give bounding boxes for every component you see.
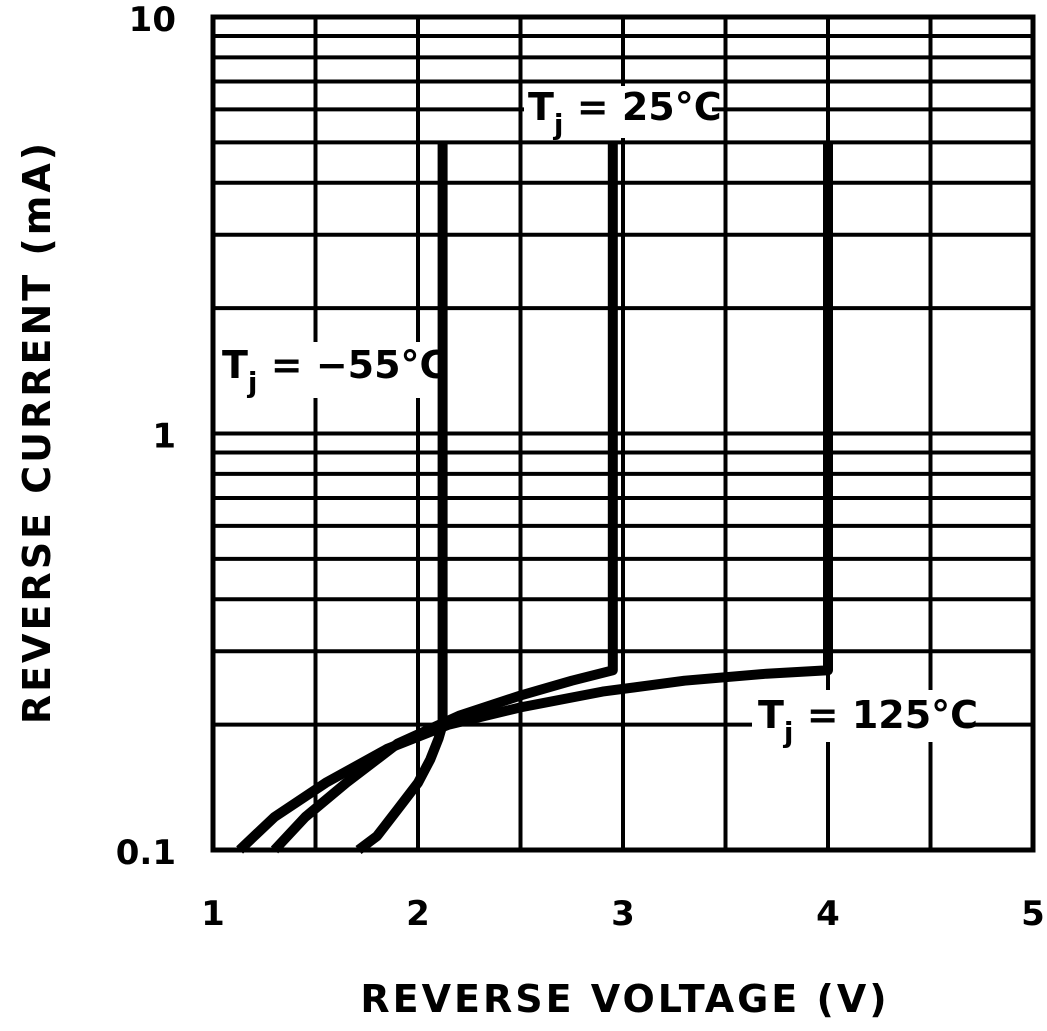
x-tick-label: 4 <box>816 894 840 934</box>
annotation-prefix: T <box>222 343 248 387</box>
y-tick-labels: 0.1 1 10 <box>116 0 176 873</box>
annotation-subscript: j <box>247 366 258 399</box>
annotation-prefix: T <box>758 693 784 737</box>
x-tick-labels: 1 2 3 4 5 <box>201 894 1045 934</box>
annotation-suffix: = 125°C <box>794 693 979 737</box>
series-line <box>236 142 833 854</box>
annotation-subscript: j <box>783 716 794 749</box>
y-tick-label: 0.1 <box>116 833 176 873</box>
x-tick-label: 5 <box>1021 894 1045 934</box>
annotation-subscript: j <box>553 108 564 141</box>
x-tick-label: 1 <box>201 894 225 934</box>
x-axis-label: REVERSE VOLTAGE (V) <box>360 977 889 1021</box>
annotation-masks <box>218 86 960 742</box>
y-tick-label: 10 <box>129 0 176 40</box>
plot-frame <box>210 14 1036 853</box>
annotation-mask <box>752 690 960 742</box>
y-axis-label: REVERSE CURRENT (mA) <box>15 140 59 724</box>
series-line <box>355 142 448 854</box>
series-line <box>270 142 618 854</box>
annotation-suffix: = 25°C <box>564 85 722 129</box>
annotation-suffix: = −55°C <box>258 343 448 387</box>
annotation-tj-125c: Tj = 125°C <box>758 693 978 749</box>
grid <box>211 17 1035 852</box>
annotation-tj-minus55c: Tj = −55°C <box>222 343 447 399</box>
annotation-mask <box>218 342 428 398</box>
y-tick-label: 1 <box>152 417 176 457</box>
annotation-tj-25c: Tj = 25°C <box>528 85 722 141</box>
x-tick-label: 2 <box>406 894 430 934</box>
annotation-prefix: T <box>528 85 554 129</box>
curves <box>236 142 833 854</box>
annotation-mask <box>524 86 712 138</box>
x-tick-label: 3 <box>611 894 635 934</box>
